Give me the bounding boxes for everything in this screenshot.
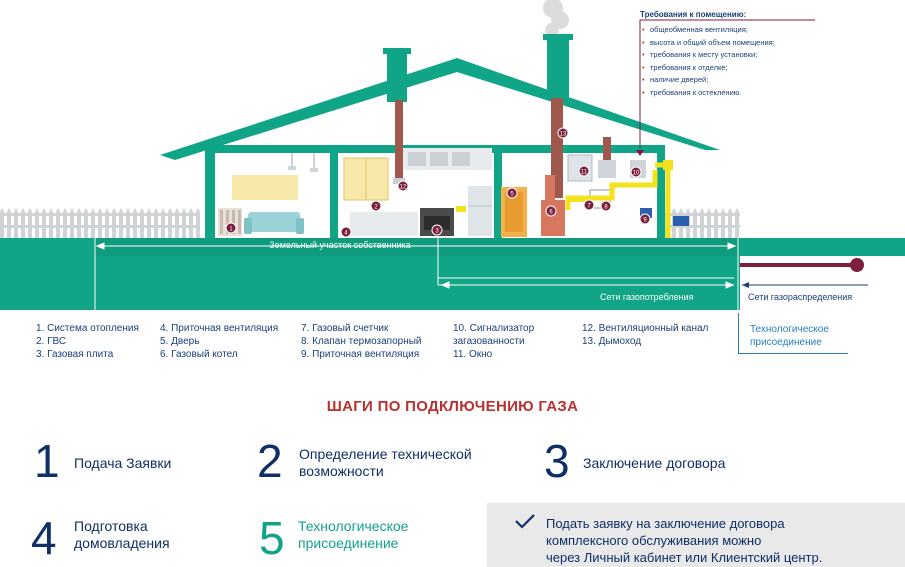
marker-12: 12 [397, 180, 409, 192]
tech-underline [738, 353, 848, 354]
step-label: Заключение договора [583, 455, 726, 471]
smoke [543, 0, 569, 37]
step-number: 4 [31, 512, 57, 564]
legend-item: 2. ГВС [36, 336, 67, 347]
marker-9: 9 [639, 213, 651, 225]
marker-6: 6 [545, 205, 557, 217]
requirement-item: наличие дверей; [640, 74, 825, 87]
marker-3: 3 [431, 224, 443, 236]
svg-text:1: 1 [229, 226, 233, 232]
legend-item: 9. Приточная вентиляция [301, 349, 420, 360]
legend-item: 7. Газовый счетчик [301, 323, 389, 334]
legend-item: 4. Приточная вентиляция [160, 323, 279, 334]
step-number: 5 [259, 512, 285, 564]
check-icon [515, 514, 535, 529]
svg-text:9: 9 [643, 217, 647, 223]
requirements-connector [636, 19, 815, 156]
marker-4: 4 [340, 226, 352, 238]
tech-connection-legend: Технологическое присоединение [750, 323, 829, 349]
legend-item: 10. Сигнализатор [453, 323, 535, 334]
legend-item: 3. Газовая плита [36, 349, 114, 360]
steps-title: ШАГИ ПО ПОДКЛЮЧЕНИЮ ГАЗА [326, 398, 579, 415]
requirement-item: требования к месту установки; [640, 49, 825, 62]
consumption-network-label: Сети газопотребления [600, 292, 694, 302]
tech-divider [738, 313, 739, 353]
svg-text:3: 3 [435, 228, 439, 234]
fence [0, 208, 740, 238]
requirements-title: Требования к помещению: [640, 10, 747, 19]
step-label: Определение технической возможности [299, 446, 472, 479]
legend-column-2: 4. Приточная вентиляция 5. Дверь 6. Газо… [160, 322, 278, 361]
marker-1: 1 [225, 222, 237, 234]
legend-item: 12. Вентиляционный канал [582, 323, 709, 334]
step-label: Технологическое присоединение [298, 518, 409, 551]
svg-text:2: 2 [374, 204, 378, 210]
svg-text:8: 8 [604, 204, 608, 210]
legend-column-4: 10. Сигнализатор загазованности 11. Окно [453, 322, 534, 361]
marker-5: 5 [506, 187, 518, 199]
svg-text:11: 11 [581, 169, 588, 175]
note-box [487, 503, 905, 567]
land-plot-label: Земельный участок собственника [269, 240, 411, 250]
svg-text:5: 5 [510, 191, 514, 197]
distribution-pipe [740, 258, 868, 288]
marker-8: 8 [600, 200, 612, 212]
svg-text:10: 10 [633, 170, 640, 176]
note-text: Подать заявку на заключение договора ком… [546, 516, 823, 565]
requirement-item: высота и общий объем помещения; [640, 37, 825, 50]
legend-item: 11. Окно [453, 349, 493, 360]
house-roof [160, 34, 720, 160]
land-arrow [94, 238, 739, 310]
requirement-item: требования к отделке; [640, 62, 825, 75]
legend-column-1: 1. Система отопления 2. ГВС 3. Газовая п… [36, 322, 139, 361]
step-number: 2 [257, 435, 283, 487]
legend-item: 1. Система отопления [36, 323, 139, 334]
legend-column-3: 7. Газовый счетчик 8. Клапан термозапорн… [301, 322, 422, 361]
requirement-item: требования к остеклению. [640, 87, 825, 100]
svg-text:13: 13 [560, 131, 567, 137]
svg-text:7: 7 [587, 203, 591, 209]
requirement-item: общеобменная вентиляция; [640, 24, 825, 37]
legend-item: 5. Дверь [160, 336, 200, 347]
svg-text:12: 12 [400, 184, 407, 190]
legend-item: присоединение [750, 337, 822, 348]
svg-text:4: 4 [344, 230, 348, 236]
svg-text:6: 6 [549, 209, 553, 215]
marker-13: 13 [557, 127, 569, 139]
legend-item: 8. Клапан термозапорный [301, 336, 422, 347]
distribution-network-label: Сети газораспределения [748, 292, 853, 302]
marker-10: 10 [630, 166, 642, 178]
legend-item: Технологическое [750, 324, 829, 335]
step-label: Подготовка домовладения [74, 518, 170, 551]
step-label: Подача Заявки [74, 455, 172, 471]
marker-7: 7 [583, 199, 595, 211]
legend-column-5: 12. Вентиляционный канал 13. Дымоход [582, 322, 708, 348]
step-number: 3 [544, 435, 570, 487]
room-requirements: Требования к помещению: общеобменная вен… [640, 10, 825, 99]
legend-item: загазованности [453, 336, 525, 347]
legend-item: 13. Дымоход [582, 336, 642, 347]
legend-item: 6. Газовый котел [160, 349, 238, 360]
marker-11: 11 [578, 165, 590, 177]
consumption-bracket [437, 238, 735, 289]
marker-2: 2 [370, 200, 382, 212]
step-number: 1 [34, 435, 60, 487]
kitchen [343, 100, 492, 236]
